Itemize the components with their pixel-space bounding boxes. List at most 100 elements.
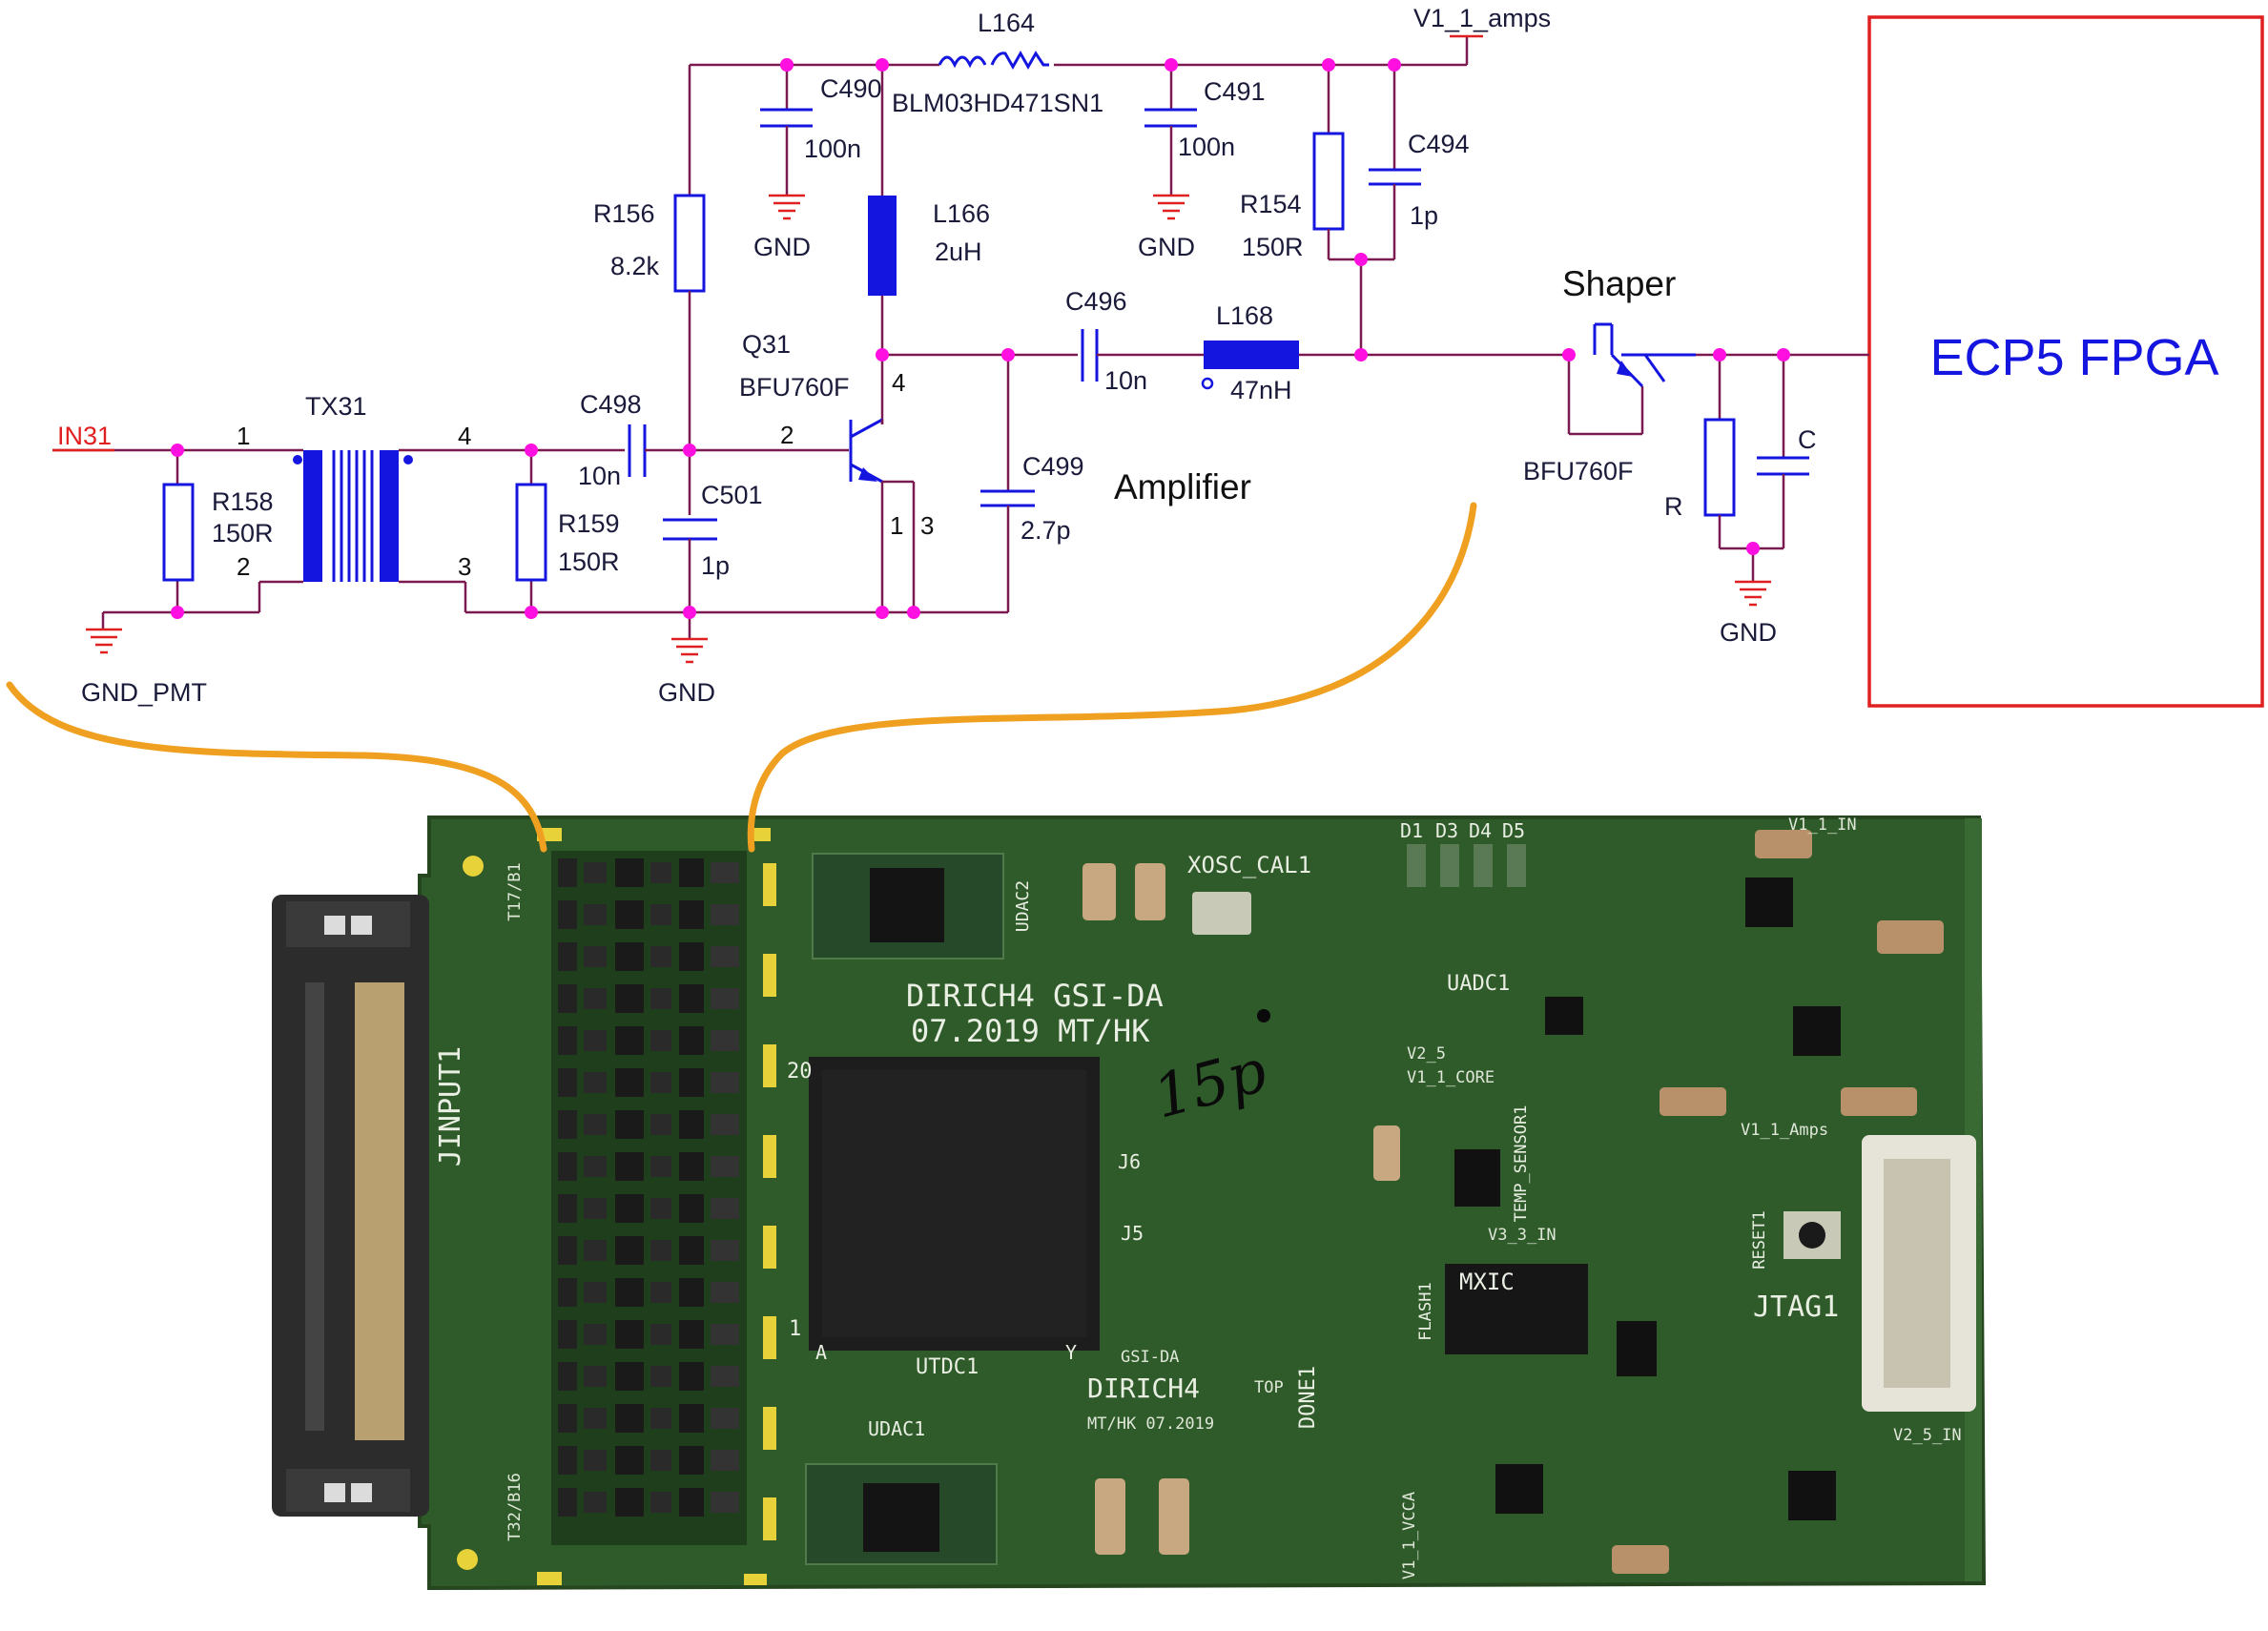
label-l168-ref: L168 [1216,301,1273,330]
frontend-channel [558,1404,739,1433]
udac1-chip [863,1483,939,1552]
silk-chip-maker: MXIC [1459,1269,1515,1295]
label-r156-ref: R156 [593,199,655,228]
pin-label-tx-1: 1 [237,422,250,450]
label-q31-ref: Q31 [742,330,791,359]
net-label-supply: V1_1_amps [1413,4,1551,32]
label-q31-val: BFU760F [739,373,850,402]
frontend-channel [558,858,739,887]
callout-curve [6,681,547,853]
gold-pad [763,1135,776,1178]
label-c501-val: 1p [701,551,730,580]
silk-connector-top: T17/B1 [505,862,525,920]
gold-pad [763,1226,776,1269]
frontend-channel [558,1362,739,1391]
silk-board-date: 07.2019 MT/HK [911,1013,1150,1049]
label-tx31: TX31 [305,392,367,421]
oscillator [1192,892,1251,935]
label-l166-val: 2uH [935,237,982,266]
silk-rail-v1-1-in: V1_1_IN [1788,816,1857,835]
label-l166-ref: L166 [933,199,990,228]
frontend-channel [558,1236,739,1265]
inductor-l164 [938,50,1049,71]
label-c490-val: 100n [804,134,861,163]
label-c494-val: 1p [1410,201,1438,230]
fpga-label: ECP5 FPGA [1929,329,2218,386]
gold-pad [763,1497,776,1540]
pin-label-tx-2: 2 [237,552,250,581]
net-label-gnd-c491: GND [1138,233,1195,261]
silk-utdc1: UTDC1 [916,1355,979,1379]
pcb-photo: JINPUT1 T17/B1 T32/B16 DIRICH4 GSI-DA 07… [272,816,1987,1591]
resistor-r158 [162,483,195,582]
fpga-block [1867,15,2264,708]
label-c494-ref: C494 [1408,130,1470,158]
frontend-channel [558,1110,739,1139]
silk-rail-v3-3-in: V3_3_IN [1488,1226,1557,1245]
silk-rail-v1-1-amps: V1_1_Amps [1741,1121,1828,1140]
inductor-l166 [868,196,897,296]
label-r159-val: 150R [558,547,620,576]
net-label-in31: IN31 [57,422,112,450]
frontend-channel [558,942,739,971]
net-label-gnd-pmt: GND_PMT [81,678,207,707]
gold-pad [763,863,776,906]
gnd-symbol-c490 [769,194,805,220]
silk-rail-v1-1-vcca: V1_1_VCCA [1400,1492,1419,1579]
silk-pin20: 20 [787,1060,813,1084]
label-l164-val: BLM03HD471SN1 [892,89,1103,117]
silk-rail-v2-5: V2_5 [1407,1044,1446,1063]
gold-pad [537,1572,562,1585]
silk-mthk: MT/HK 07.2019 [1087,1414,1214,1434]
net-label-gnd-amp: GND [658,678,715,707]
label-c496-ref: C496 [1065,287,1127,316]
label-c498-ref: C498 [580,390,642,419]
temp-sensor-chip [1454,1149,1500,1207]
label-r156-val: 8.2k [610,252,660,280]
gnd-symbol-c491 [1153,194,1189,220]
label-c496-val: 10n [1104,366,1147,395]
label-r158-ref: R158 [212,487,274,516]
silk-done: DONE1 [1296,1366,1320,1429]
silk-rail-v2-5-in: V2_5_IN [1893,1426,1962,1445]
gnd-symbol-shaper [1735,580,1771,607]
silk-pin-y: Y [1065,1341,1077,1364]
silk-flash: FLASH1 [1416,1282,1435,1340]
label-c501-ref: C501 [701,481,763,509]
silk-udac1: UDAC1 [868,1417,925,1440]
silk-led-0: D1 [1400,819,1423,842]
net-label-gnd-c490: GND [753,233,811,261]
label-c499-ref: C499 [1022,452,1084,481]
silk-top: TOP [1254,1378,1284,1397]
silk-led-1: D3 [1435,819,1458,842]
label-r154-ref: R154 [1240,190,1302,218]
label-r159-ref: R159 [558,509,620,538]
label-c490-ref: C490 [820,74,882,103]
label-r154-val: 150R [1242,233,1304,261]
label-c491-ref: C491 [1204,77,1266,106]
frontend-channel [558,1488,739,1517]
junction-dots [171,58,1790,619]
frontend-channel [558,1278,739,1307]
flash-chip [1445,1264,1588,1354]
transistor-q31 [839,418,916,612]
gnd-symbol-amp [671,637,708,664]
silk-gsi-da: GSI-DA [1121,1348,1179,1367]
pin-label-q-4: 4 [892,368,905,397]
silk-osc: XOSC_CAL1 [1187,852,1311,878]
gold-pad [763,954,776,997]
gold-pad [763,1407,776,1450]
label-l164-ref: L164 [978,9,1035,37]
frontend-channel [558,984,739,1013]
gold-pad [744,1574,767,1585]
silk-connector: JINPUT1 [434,1046,467,1166]
silk-dirich4: DIRICH4 [1087,1373,1200,1404]
stage-label-shaper: Shaper [1562,264,1676,303]
resistor-r154 [1312,132,1345,231]
silk-pin-a: A [815,1341,827,1364]
silk-led-2: D4 [1469,819,1492,842]
label-shaper-r: R [1664,492,1683,521]
label-shaper-c: C [1798,425,1817,454]
schematic: ECP5 FPGA IN31 V1_1_amps GND_PMT GND GND… [52,4,2264,708]
